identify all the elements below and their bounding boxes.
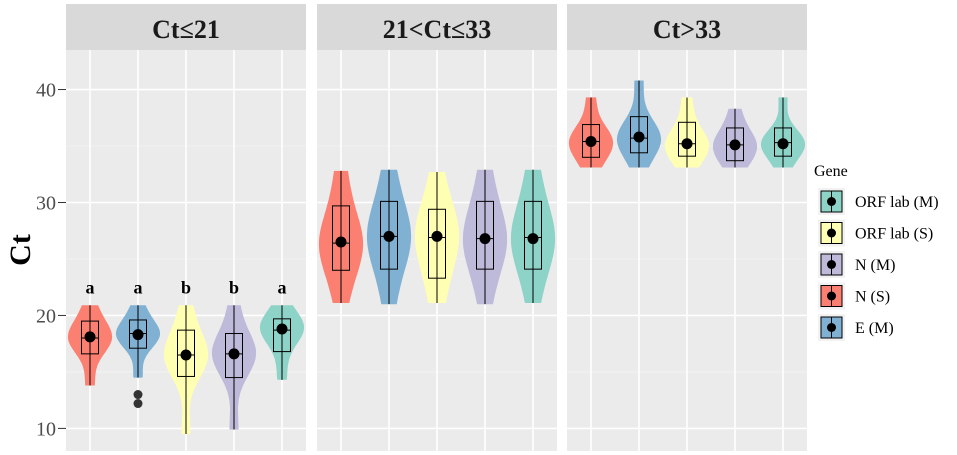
facet-strip [567,4,807,50]
panels-layer: Ct≤21 a a b b a 21<Ct≤33 Ct>33 [66,4,807,451]
iqr-box [428,208,446,279]
mean-point [228,348,240,360]
violin-group [712,108,758,168]
legend-key-point [827,260,836,269]
iqr-box [774,127,792,157]
facet-strip [66,4,306,50]
iqr-box [476,200,494,270]
facet-panel: Ct>33 [567,4,807,451]
mean-point [276,323,288,335]
violin-group [510,169,556,304]
significance-letter: a [278,277,287,297]
y-tick-label: 20 [36,305,56,327]
y-tick-label: 10 [36,418,56,440]
iqr-box [380,200,398,270]
significance-letter: a [86,277,95,297]
mean-point [585,135,597,147]
y-tick-label: 30 [36,192,56,214]
iqr-box [177,329,195,377]
facet-strip [317,4,557,50]
mean-point [527,233,539,245]
iqr-box [225,333,243,379]
mean-point [132,329,144,341]
violin-group [318,170,364,304]
violin-group [664,97,710,168]
iqr-box [332,205,350,271]
violin-group [366,169,412,305]
significance-letter: b [229,277,239,297]
facet-strip-label: Ct≤21 [152,15,220,44]
mean-point [431,230,443,242]
iqr-box [129,319,147,349]
legend-key-point [827,291,836,301]
y-axis-title: Ct [4,234,37,266]
violin-group: a [115,277,161,409]
legend-key-point [827,323,836,332]
iqr-box [678,121,696,157]
iqr-box [726,127,744,162]
violin-group [414,171,460,304]
mean-point [84,331,96,343]
legend-key-point [827,228,836,238]
legend-label: ORF lab (M) [855,194,939,211]
facet-strip-label: Ct>33 [653,15,721,44]
iqr-box [273,318,291,353]
legend-label: N (M) [855,257,895,274]
iqr-box [582,124,600,158]
mean-point [180,349,192,361]
legend-title: Gene [814,163,848,180]
legend-entry: ORF lab (S) [818,219,933,247]
mean-point [681,138,693,150]
iqr-box [524,200,542,270]
legend-label: ORF lab (S) [855,226,933,243]
facet-panel: 21<Ct≤33 [317,4,557,451]
mean-point [777,138,789,150]
mean-point [335,236,347,248]
violin-group: b [211,277,257,430]
legend-key-point [827,197,836,206]
significance-letter: b [181,277,191,297]
iqr-box [81,320,99,355]
iqr-box [630,116,648,154]
legend-entry: N (M) [818,251,895,278]
legend-label: E (M) [855,320,894,337]
legend-entry: N (S) [818,282,890,310]
mean-point [729,139,741,151]
y-axis: 10 20 30 40 [36,80,66,440]
violin-group [462,169,508,305]
y-tick-label: 40 [36,80,56,102]
violin-group [568,97,614,168]
violin-group [760,97,806,168]
facet-panel: Ct≤21 a a b b a [66,4,306,451]
violin-group: a [67,277,113,386]
outlier-point [133,399,143,409]
mean-point [479,233,491,245]
violin-group [616,80,662,168]
violin-group: b [163,277,209,435]
facet-strip-label: 21<Ct≤33 [383,15,492,44]
outlier-point [133,390,143,400]
legend-entry: ORF lab (M) [818,188,939,215]
legend-label: N (S) [855,289,890,306]
mean-point [383,230,395,242]
significance-letter: a [134,277,143,297]
violin-group: a [259,277,305,380]
legend-entry: E (M) [818,314,894,341]
mean-point [633,131,645,143]
